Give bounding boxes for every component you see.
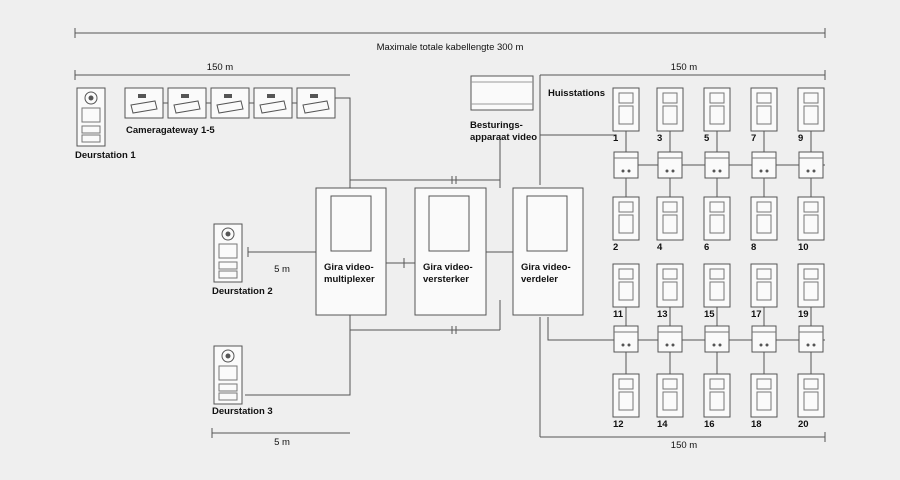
cameras <box>124 87 336 119</box>
huisstation-number: 4 <box>657 242 663 253</box>
deurstation-3 <box>213 345 243 405</box>
huisstation: 18 <box>750 373 778 430</box>
verdeler-module <box>798 325 824 353</box>
huisstation: 16 <box>703 373 731 430</box>
huisstation-number: 12 <box>613 419 624 430</box>
huisstation: 20 <box>797 373 825 430</box>
huisstation: 9 <box>797 87 825 144</box>
verdeler-module <box>704 151 730 179</box>
huisstation: 3 <box>656 87 684 144</box>
deurstation-2-label: Deurstation 2 <box>212 286 273 297</box>
camera-icon <box>210 87 254 119</box>
camera-icon <box>253 87 297 119</box>
huisstations-label: Huisstations <box>548 88 605 99</box>
versterker-label-1: Gira video- <box>423 262 473 273</box>
verdeler-module <box>751 325 777 353</box>
multiplexer-label-1: Gira video- <box>324 262 374 273</box>
huisstation: 14 <box>656 373 684 430</box>
huisstation: 10 <box>797 196 825 253</box>
dim-top-left-label: 150 m <box>207 62 233 73</box>
camera-icon <box>167 87 211 119</box>
huisstation-number: 14 <box>657 419 668 430</box>
huisstation-number: 18 <box>751 419 762 430</box>
huisstation: 17 <box>750 263 778 320</box>
huisstation-number: 3 <box>657 133 662 144</box>
huisstation: 4 <box>656 196 684 253</box>
multiplexer-label-2: multiplexer <box>324 274 375 285</box>
huisstation-number: 13 <box>657 309 668 320</box>
verdeler-module <box>613 151 639 179</box>
multiplexer-box: Gira video- multiplexer <box>315 187 387 316</box>
huisstation: 19 <box>797 263 825 320</box>
verdeler-module <box>657 151 683 179</box>
huisstation-number: 2 <box>613 242 618 253</box>
huisstation-number: 8 <box>751 242 756 253</box>
huisstation-number: 7 <box>751 133 756 144</box>
deurstation-2 <box>213 223 243 283</box>
dim-mid-left-label: 5 m <box>274 264 290 275</box>
huisstation-number: 5 <box>704 133 710 144</box>
huisstation: 15 <box>703 263 731 320</box>
deurstation-3-label: Deurstation 3 <box>212 406 273 417</box>
verdeler-module <box>613 325 639 353</box>
deurstation-1-label: Deurstation 1 <box>75 150 136 161</box>
huisstation-number: 20 <box>798 419 809 430</box>
dim-top-right-label: 150 m <box>671 62 697 73</box>
dim-total-label: Maximale totale kabellengte 300 m <box>377 42 524 53</box>
huisstation: 6 <box>703 196 731 253</box>
besturing-label-1: Besturings- <box>470 120 523 131</box>
camera-icon <box>296 87 336 119</box>
deurstation-1 <box>76 87 106 147</box>
huisstation: 11 <box>612 263 640 320</box>
huisstation-number: 9 <box>798 133 803 144</box>
huisstation-number: 17 <box>751 309 762 320</box>
cameragateway-label: Cameragateway 1-5 <box>126 125 215 136</box>
huisstation-number: 16 <box>704 419 715 430</box>
besturing-label-2: apparaat video <box>470 132 537 143</box>
versterker-box: Gira video- versterker <box>414 187 487 316</box>
dim-bottom-right-label: 150 m <box>671 440 697 451</box>
huisstation-number: 15 <box>704 309 715 320</box>
dim-bottom-left-label: 5 m <box>274 437 290 448</box>
huisstation: 2 <box>612 196 640 253</box>
huisstation-number: 10 <box>798 242 809 253</box>
verdeler-module <box>751 151 777 179</box>
besturingsapparaat <box>470 75 534 111</box>
huisstation-number: 1 <box>613 133 619 144</box>
huisstation: 12 <box>612 373 640 430</box>
verdeler-module <box>704 325 730 353</box>
camera-icon <box>124 87 168 119</box>
verdeler-module <box>657 325 683 353</box>
verdeler-box: Gira video- verdeler <box>512 187 584 316</box>
huisstation: 8 <box>750 196 778 253</box>
huisstation-number: 6 <box>704 242 709 253</box>
versterker-label-2: versterker <box>423 274 469 285</box>
huisstation-number: 19 <box>798 309 809 320</box>
huisstation-number: 11 <box>613 309 624 320</box>
huisstation: 7 <box>750 87 778 144</box>
verdeler-label-1: Gira video- <box>521 262 571 273</box>
dimension-lines <box>74 28 826 442</box>
huisstation: 1 <box>612 87 640 144</box>
verdeler-label-2: verdeler <box>521 274 558 285</box>
verdeler-module <box>798 151 824 179</box>
